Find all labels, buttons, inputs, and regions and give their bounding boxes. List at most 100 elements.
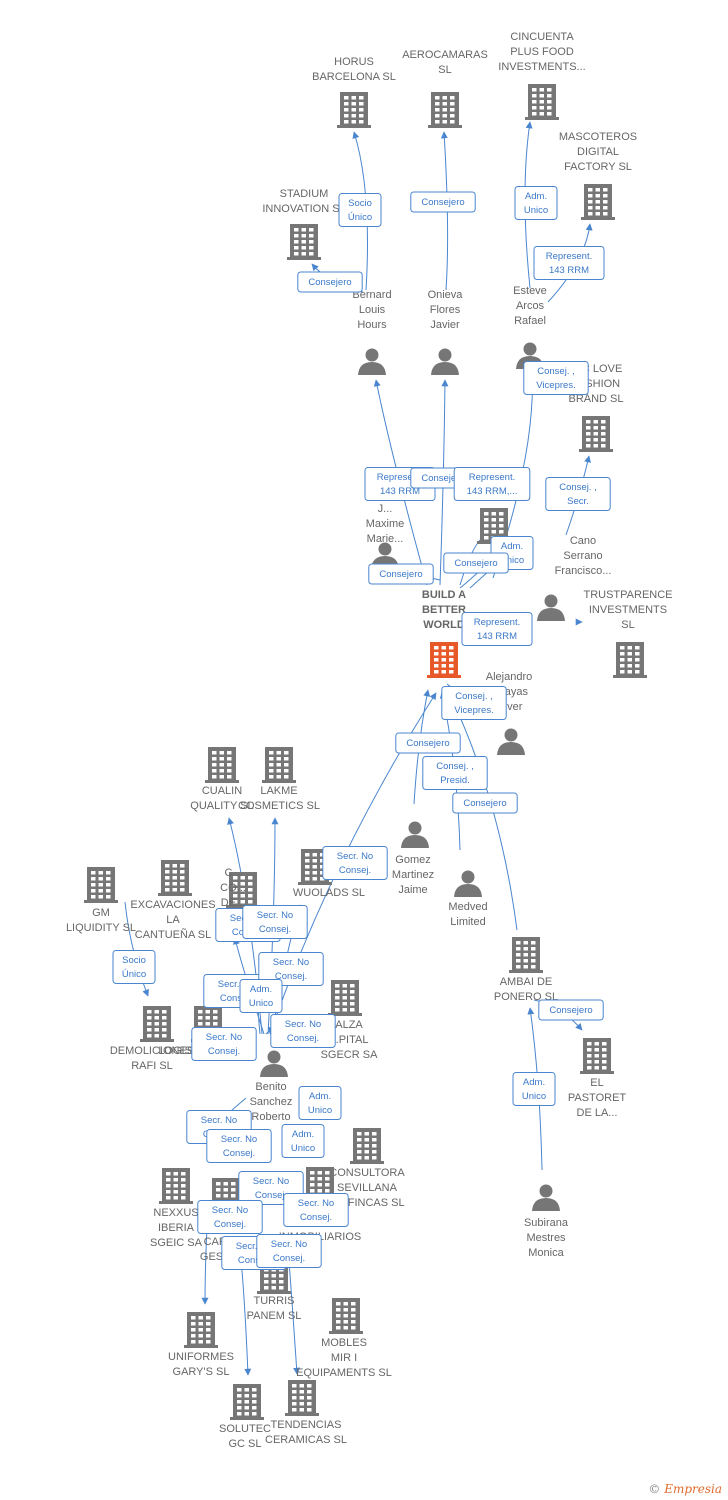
- node-label: DE...: [221, 897, 245, 909]
- building-icon[interactable]: [581, 184, 615, 220]
- building-icon[interactable]: [337, 92, 371, 128]
- edge-role-label[interactable]: Represent.143 RRM: [461, 612, 533, 646]
- edge-role-label[interactable]: Consejero: [452, 792, 518, 814]
- edge-role-label[interactable]: Consejero: [538, 999, 604, 1021]
- edge-role-label[interactable]: Adm.Unico: [239, 979, 283, 1013]
- node-label: QUALITY SL: [190, 800, 253, 812]
- brand-logo[interactable]: Empresia: [664, 1482, 722, 1496]
- building-icon[interactable]: [580, 1038, 614, 1074]
- person-icon[interactable]: [532, 1184, 560, 1212]
- edge-role-label[interactable]: Adm.Unico: [298, 1086, 342, 1120]
- building-icon[interactable]: [140, 1006, 174, 1042]
- edge-role-label[interactable]: Consej. ,Vicepres.: [441, 686, 507, 720]
- person-icon[interactable]: [497, 728, 525, 756]
- person-icon[interactable]: [401, 821, 429, 849]
- building-icon[interactable]: [328, 980, 362, 1016]
- edge-role-label[interactable]: Consejero: [443, 552, 509, 574]
- edge-role-label[interactable]: Represent.143 RRM: [533, 246, 605, 280]
- node-label: MOBLES: [321, 1337, 367, 1349]
- person-node-maxime[interactable]: J...MaximeMarie...: [366, 503, 405, 569]
- edge-role-label[interactable]: Consej. ,Vicepres.: [523, 361, 589, 395]
- building-icon[interactable]: [579, 416, 613, 452]
- edge-role-label[interactable]: Consej. ,Secr.: [545, 477, 611, 511]
- building-icon[interactable]: [84, 867, 118, 903]
- node-label: SL: [438, 64, 451, 76]
- building-icon[interactable]: [159, 1168, 193, 1204]
- building-icon[interactable]: [205, 747, 239, 783]
- building-icon[interactable]: [509, 937, 543, 973]
- edge-role-label[interactable]: Consejero: [368, 563, 434, 585]
- building-icon[interactable]: [262, 747, 296, 783]
- node-label: C...: [224, 867, 241, 879]
- person-icon[interactable]: [260, 1050, 288, 1078]
- edge-role-label[interactable]: Consej. ,Presid.: [422, 756, 488, 790]
- building-icon[interactable]: [525, 84, 559, 120]
- building-icon[interactable]: [230, 1384, 264, 1420]
- building-icon[interactable]: [427, 642, 461, 678]
- edge-role-label[interactable]: Adm.Unico: [281, 1124, 325, 1158]
- edge-role-label[interactable]: Consejero: [297, 271, 363, 293]
- person-icon[interactable]: [358, 348, 386, 376]
- building-icon[interactable]: [329, 1298, 363, 1334]
- company-node-corpde[interactable]: C...CO...DE...: [220, 867, 260, 909]
- edge-role-text: Unico: [524, 205, 548, 216]
- edge-role-label[interactable]: Represent.143 RRM,...: [453, 467, 531, 501]
- building-icon[interactable]: [158, 860, 192, 896]
- edge-role-label[interactable]: Consejero: [395, 732, 461, 754]
- building-icon[interactable]: [287, 224, 321, 260]
- edge-role-label[interactable]: Adm.Unico: [512, 1072, 556, 1106]
- building-icon[interactable]: [613, 642, 647, 678]
- building-icon[interactable]: [184, 1312, 218, 1348]
- node-label: COSMETICS SL: [238, 800, 320, 812]
- building-icon[interactable]: [285, 1380, 319, 1416]
- edge-role-label[interactable]: Adm.Unico: [514, 186, 558, 220]
- building-icon[interactable]: [350, 1128, 384, 1164]
- edge-role-text: Secr. No: [212, 1205, 248, 1216]
- building-icon[interactable]: [428, 92, 462, 128]
- person-node-cano[interactable]: CanoSerranoFrancisco...: [537, 535, 611, 621]
- person-icon[interactable]: [431, 348, 459, 376]
- edge-role-label[interactable]: Consejero: [410, 191, 476, 213]
- person-icon[interactable]: [454, 870, 482, 898]
- person-icon[interactable]: [537, 594, 565, 622]
